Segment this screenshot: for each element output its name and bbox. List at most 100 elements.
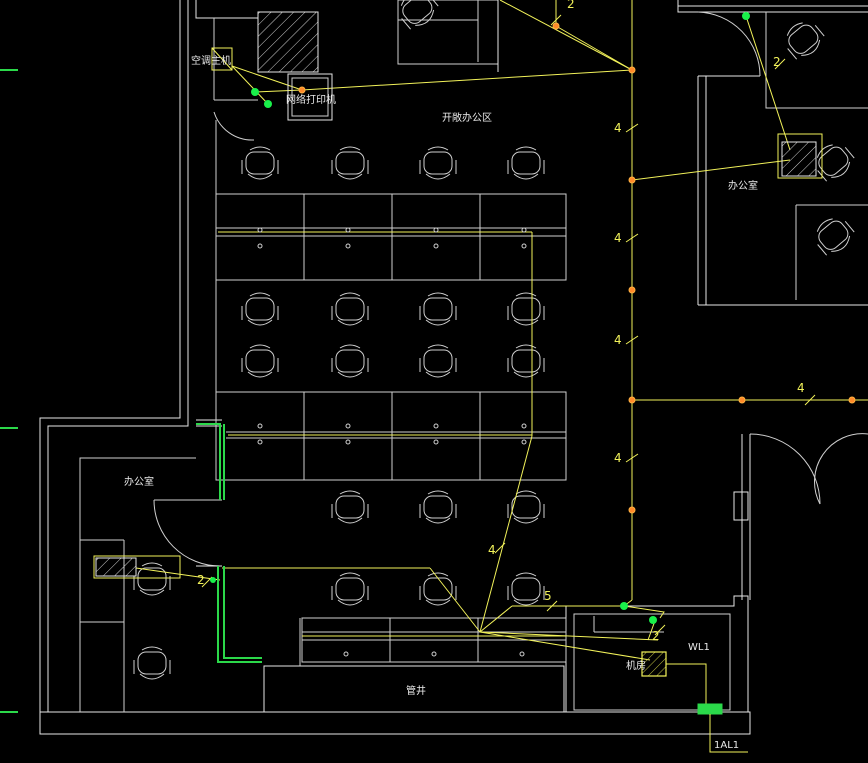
label-1al1: 1AL1: [714, 740, 739, 751]
device-dot: [742, 12, 750, 20]
junction-box: [552, 22, 560, 30]
printer-box: [287, 73, 333, 121]
tick-mark: [625, 335, 639, 345]
equipment: [93, 47, 823, 753]
cable-duct: [196, 423, 262, 663]
wire-count: 2: [652, 629, 660, 643]
outlet: [257, 227, 263, 233]
office-chairs: [133, 0, 855, 680]
outlet: [257, 439, 263, 445]
chair: [331, 572, 369, 606]
outlet: [433, 243, 439, 249]
chair: [419, 490, 457, 524]
outlet: [345, 423, 351, 429]
chair: [786, 22, 825, 60]
tick-mark: [494, 542, 506, 554]
tick-mark: [625, 453, 639, 463]
junction-box: [628, 506, 636, 514]
chair: [419, 146, 457, 180]
junction-box: [628, 176, 636, 184]
outlet: [345, 227, 351, 233]
chair: [507, 490, 545, 524]
tick-mark: [546, 600, 558, 612]
tick-mark: [625, 123, 639, 133]
chair: [331, 490, 369, 524]
junction-box: [298, 86, 306, 94]
chair: [507, 146, 545, 180]
junction-box: [848, 396, 856, 404]
outlet: [521, 423, 527, 429]
chair: [419, 572, 457, 606]
chair: [331, 146, 369, 180]
chair: [507, 572, 545, 606]
cable-runs: [135, 0, 868, 709]
wire-count: 5: [544, 589, 552, 603]
cable-tick-marks: [201, 14, 816, 636]
outlet: [257, 243, 263, 249]
chair: [816, 218, 855, 256]
chair: [419, 292, 457, 326]
label-ac-unit: 空调主机: [191, 54, 231, 67]
junction-box: [628, 66, 636, 74]
chair: [241, 146, 279, 180]
chair: [133, 562, 171, 596]
junction-boxes: [298, 22, 856, 514]
right-office-box: [777, 133, 823, 179]
wire-count: 4: [614, 231, 622, 245]
tick-mark: [654, 624, 666, 636]
junction-box: [738, 396, 746, 404]
workstation-desks: [215, 193, 567, 663]
chair: [507, 344, 545, 378]
device-dots: [210, 12, 750, 624]
chair: [816, 144, 855, 182]
outlet: [433, 423, 439, 429]
outlet: [521, 439, 527, 445]
label-wl1: WL1: [688, 642, 710, 653]
chair: [400, 0, 439, 30]
outlet: [345, 243, 351, 249]
margin-ticks: [0, 69, 18, 713]
outlet: [433, 227, 439, 233]
device-dot: [251, 88, 259, 96]
junction-box: [628, 396, 636, 404]
label-machine-room: 机房: [626, 659, 646, 672]
walls: [39, 0, 868, 735]
tick-mark: [550, 14, 562, 26]
wire-count: 2: [773, 55, 781, 69]
wire-count: 4: [614, 121, 622, 135]
chair: [241, 292, 279, 326]
chair: [507, 292, 545, 326]
wire-count: 4: [488, 543, 496, 557]
left-office-box: [93, 555, 181, 579]
wire-count: 2: [197, 573, 205, 587]
chair: [331, 292, 369, 326]
wire-count: 4: [614, 333, 622, 347]
outlet: [257, 423, 263, 429]
outlet: [431, 651, 437, 657]
tick-mark: [625, 233, 639, 243]
chair: [419, 344, 457, 378]
tick-mark: [804, 394, 816, 406]
outlet: [519, 651, 525, 657]
outlet: [433, 439, 439, 445]
label-office-right: 办公室: [728, 179, 758, 192]
device-dot: [264, 100, 272, 108]
device-dot: [620, 602, 628, 610]
label-open-office: 开敞办公区: [442, 111, 492, 124]
device-dot: [649, 616, 657, 624]
outlet: [521, 227, 527, 233]
junction-box: [628, 286, 636, 294]
wire-count: 2: [567, 0, 575, 11]
wire-count-labels: 2 2 4 4 4 4 4 4 5 2 2: [197, 0, 805, 643]
device-dot: [210, 577, 216, 583]
panel-1al1-box: [697, 703, 723, 715]
outlet: [345, 439, 351, 445]
wire-count: 4: [797, 381, 805, 395]
chair: [133, 646, 171, 680]
wire-count: 4: [614, 451, 622, 465]
outlet: [343, 651, 349, 657]
tick-mark: [774, 58, 786, 70]
ac-unit-box: [211, 47, 233, 71]
label-office-left: 办公室: [124, 475, 154, 488]
